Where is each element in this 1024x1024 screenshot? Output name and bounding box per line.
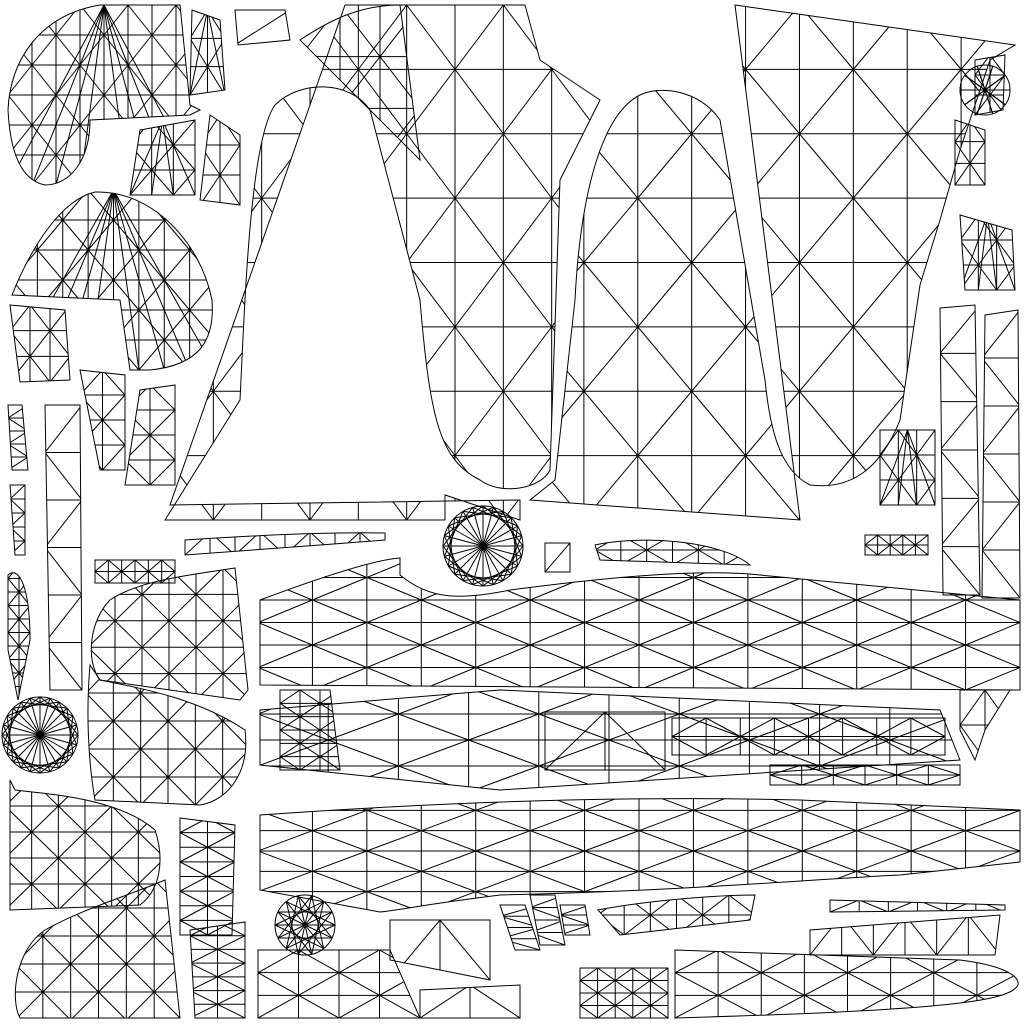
elevator-1-mesh xyxy=(88,568,250,700)
panel-bottom-4-mesh xyxy=(420,985,520,1018)
strip-right-1-mesh xyxy=(940,305,980,595)
small-17 xyxy=(810,915,1000,955)
small-12 xyxy=(95,560,175,583)
small-29 xyxy=(672,718,945,755)
panel-bottom-1-mesh xyxy=(580,968,668,1018)
panel-bottom-3 xyxy=(390,920,490,980)
small-23 xyxy=(500,905,540,950)
small-7-mesh xyxy=(235,10,290,45)
small-16 xyxy=(598,895,755,935)
small-15 xyxy=(545,543,570,572)
small-1 xyxy=(80,370,125,470)
panel-bottom-1 xyxy=(580,968,668,1018)
small-22-mesh xyxy=(280,690,340,770)
small-11 xyxy=(880,430,935,505)
rudder-top xyxy=(8,5,200,185)
small-12-mesh xyxy=(95,560,175,583)
strip-right-1 xyxy=(940,305,980,595)
strip-right-2 xyxy=(982,310,1020,598)
elevator-3 xyxy=(10,780,160,910)
elevator-4 xyxy=(15,880,180,1018)
wing-centre xyxy=(300,5,420,160)
small-10-mesh xyxy=(955,120,985,185)
rudder-bottom xyxy=(12,192,212,370)
small-24 xyxy=(530,895,565,945)
small-19 xyxy=(8,405,28,470)
fuselage-panel xyxy=(545,712,665,770)
flap-1-mesh xyxy=(180,818,235,935)
small-25 xyxy=(560,905,590,935)
elevator-2 xyxy=(88,665,246,805)
small-28 xyxy=(770,765,960,785)
small-3 xyxy=(10,305,70,382)
wheel-hub-3 xyxy=(275,895,335,955)
small-15-mesh xyxy=(545,543,570,572)
flap-2 xyxy=(190,922,245,1018)
strip-left-mesh xyxy=(45,405,82,690)
small-14-mesh xyxy=(865,535,928,555)
fuselage-top xyxy=(260,558,1020,690)
small-11-mesh xyxy=(880,430,935,505)
flap-1 xyxy=(180,818,235,935)
tail-cone xyxy=(675,950,1018,1018)
flap-2-mesh xyxy=(190,922,245,1018)
fuselage-bottom-mesh xyxy=(258,790,1020,912)
small-27 xyxy=(960,690,1010,760)
small-2 xyxy=(125,385,175,485)
small-5 xyxy=(200,115,240,205)
fuselage-centre xyxy=(260,690,960,790)
small-22 xyxy=(280,690,340,770)
wheel-hub-4 xyxy=(960,65,1010,115)
small-10 xyxy=(955,120,985,185)
wheel-hub-2 xyxy=(2,697,78,773)
fuselage-bottom xyxy=(260,799,1020,912)
wheel-hub-1 xyxy=(443,506,523,586)
strip-left xyxy=(45,405,82,690)
wing-right xyxy=(530,5,1015,520)
small-28-mesh xyxy=(770,765,960,785)
small-1-mesh xyxy=(80,370,125,470)
small-26 xyxy=(185,533,385,555)
small-18 xyxy=(830,900,1005,912)
small-4 xyxy=(130,120,195,195)
small-7 xyxy=(235,10,290,45)
small-6 xyxy=(190,10,225,95)
small-29-mesh xyxy=(672,718,945,755)
small-14 xyxy=(865,535,928,555)
strip-right-2-mesh xyxy=(982,310,1020,598)
small-8 xyxy=(960,215,1015,290)
small-20 xyxy=(10,485,25,555)
tail-cone-mesh xyxy=(675,950,1020,1018)
small-21 xyxy=(8,573,30,700)
fuselage-panel-mesh xyxy=(545,712,665,770)
panel-bottom-4 xyxy=(420,985,520,1018)
small-13 xyxy=(595,540,750,565)
